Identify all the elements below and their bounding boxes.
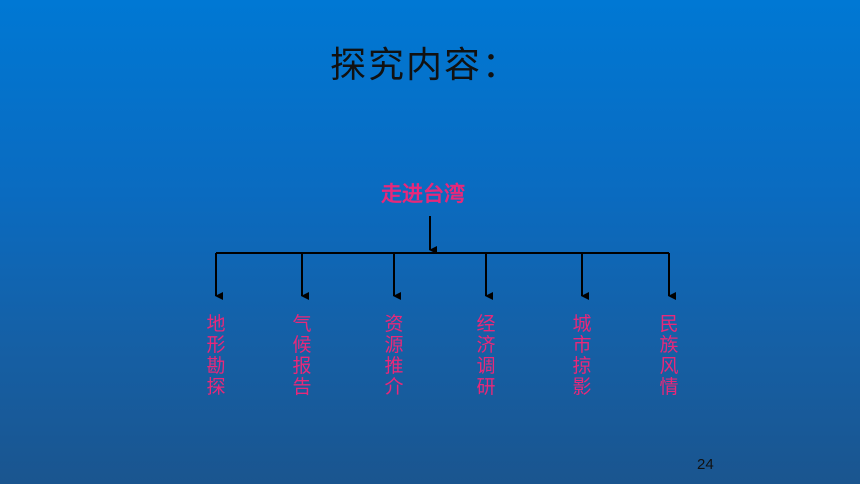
root-node-label: 走进台湾 xyxy=(381,182,465,206)
branch-label-3: 资源推介 xyxy=(384,313,404,398)
branch-label-4: 经济调研 xyxy=(476,313,496,398)
branch-label-1: 地形勘探 xyxy=(206,313,226,398)
slide-title: 探究内容： xyxy=(330,45,521,86)
branch-label-6: 民族风情 xyxy=(659,313,679,398)
branch-label-5: 城市掠影 xyxy=(572,313,592,398)
page-number: 24 xyxy=(697,456,714,473)
branch-label-2: 气候报告 xyxy=(292,313,312,398)
